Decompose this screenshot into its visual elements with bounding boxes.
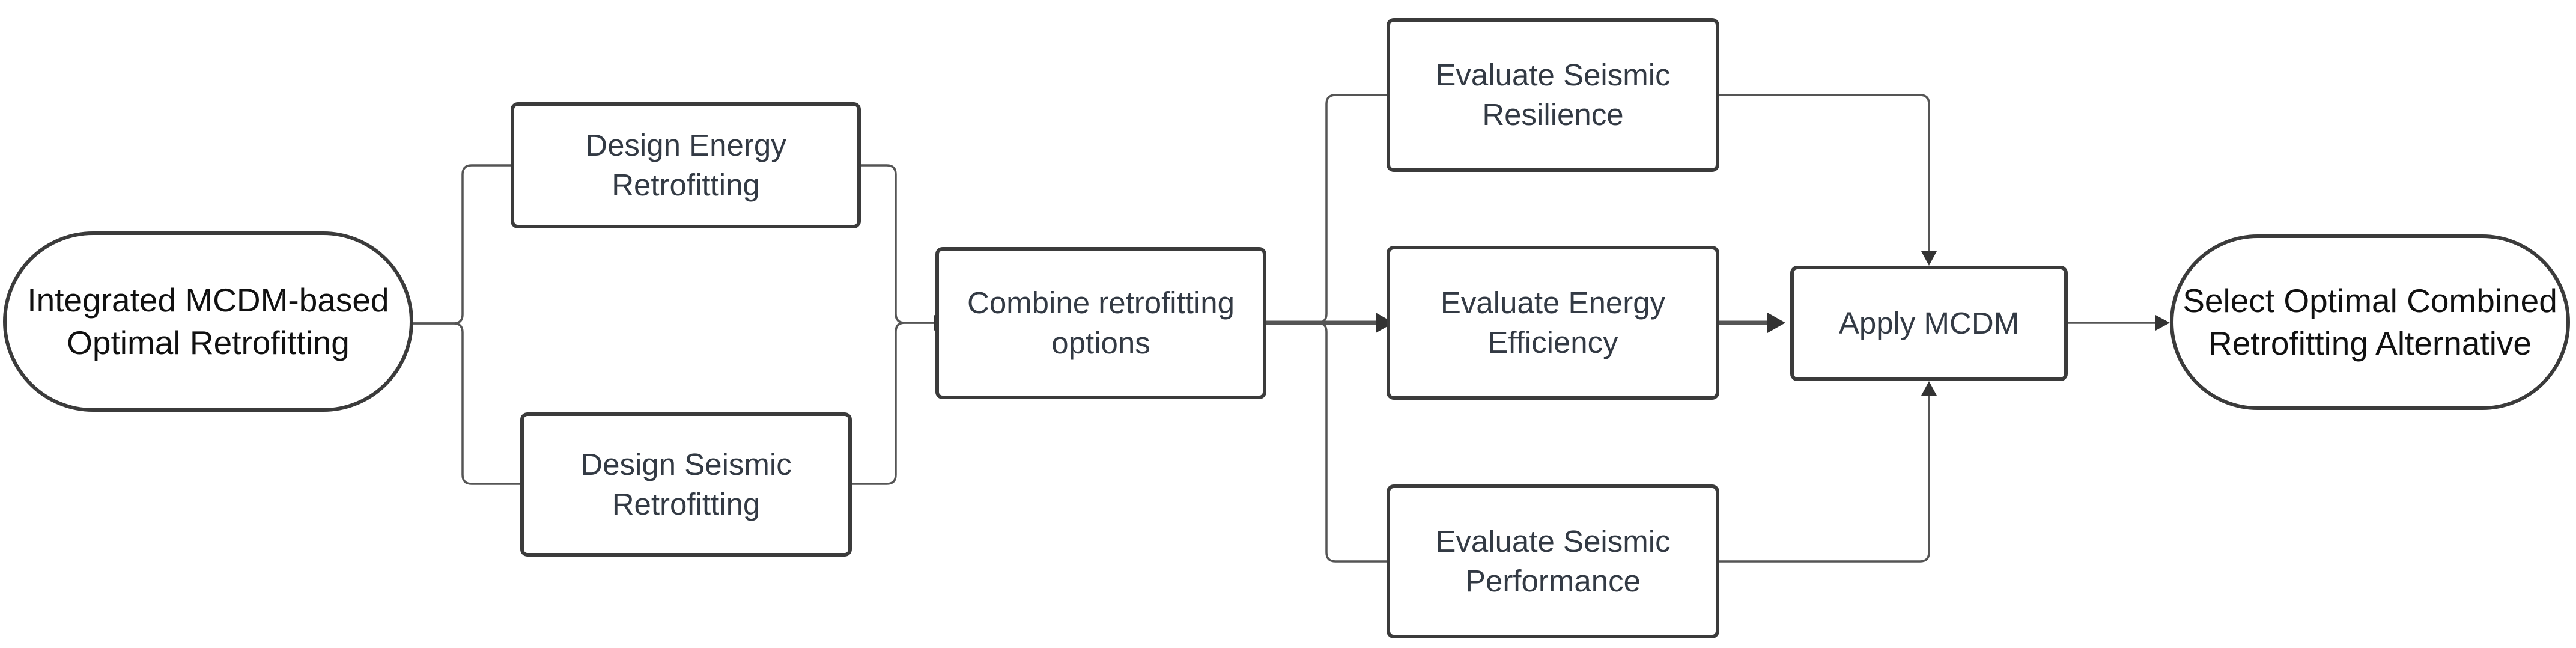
arrowhead-mcdm-left <box>1767 313 1785 333</box>
connector-start-to-energy-design <box>413 164 511 325</box>
combine-retrofitting-options-node: Combine retrofitting options <box>935 247 1266 399</box>
start-node: Integrated MCDM-based Optimal Retrofitti… <box>3 231 413 412</box>
arrowhead-mcdm-top <box>1921 251 1937 266</box>
design-energy-retrofitting-node: Design Energy Retrofitting <box>511 102 861 228</box>
connector-resilience-to-mcdm <box>1719 94 1930 252</box>
end-node: Select Optimal Combined Retrofitting Alt… <box>2170 234 2570 410</box>
connector-combine-to-resilience <box>1266 94 1387 324</box>
design-energy-retrofitting-label: Design Energy Retrofitting <box>585 127 786 202</box>
connector-combine-to-performance <box>1266 322 1387 563</box>
evaluate-seismic-resilience-node: Evaluate Seismic Resilience <box>1387 18 1719 172</box>
connector-performance-to-mcdm <box>1719 394 1930 563</box>
design-seismic-retrofitting-label: Design Seismic Retrofitting <box>580 447 792 521</box>
end-node-label: Select Optimal Combined Retrofitting Alt… <box>2183 281 2557 362</box>
connector-start-to-seismic-design <box>413 322 520 485</box>
start-node-label: Integrated MCDM-based Optimal Retrofitti… <box>27 281 389 362</box>
design-seismic-retrofitting-node: Design Seismic Retrofitting <box>520 412 852 557</box>
evaluate-energy-efficiency-label: Evaluate Energy Efficiency <box>1440 285 1666 359</box>
arrowhead-energy-eval <box>1376 313 1394 333</box>
evaluate-seismic-resilience-label: Evaluate Seismic Resilience <box>1435 57 1671 132</box>
arrowhead-mcdm-bottom <box>1921 381 1937 396</box>
evaluate-energy-efficiency-node: Evaluate Energy Efficiency <box>1387 246 1719 400</box>
evaluate-seismic-performance-label: Evaluate Seismic Performance <box>1435 524 1671 598</box>
evaluate-seismic-performance-node: Evaluate Seismic Performance <box>1387 484 1719 638</box>
apply-mcdm-label: Apply MCDM <box>1838 305 2020 340</box>
arrowhead-select <box>2155 315 2170 331</box>
connector-energy-design-to-combine <box>861 164 935 324</box>
apply-mcdm-node: Apply MCDM <box>1790 266 2068 381</box>
combine-retrofitting-options-label: Combine retrofitting options <box>967 286 1235 360</box>
connector-seismic-design-to-combine <box>852 322 935 485</box>
